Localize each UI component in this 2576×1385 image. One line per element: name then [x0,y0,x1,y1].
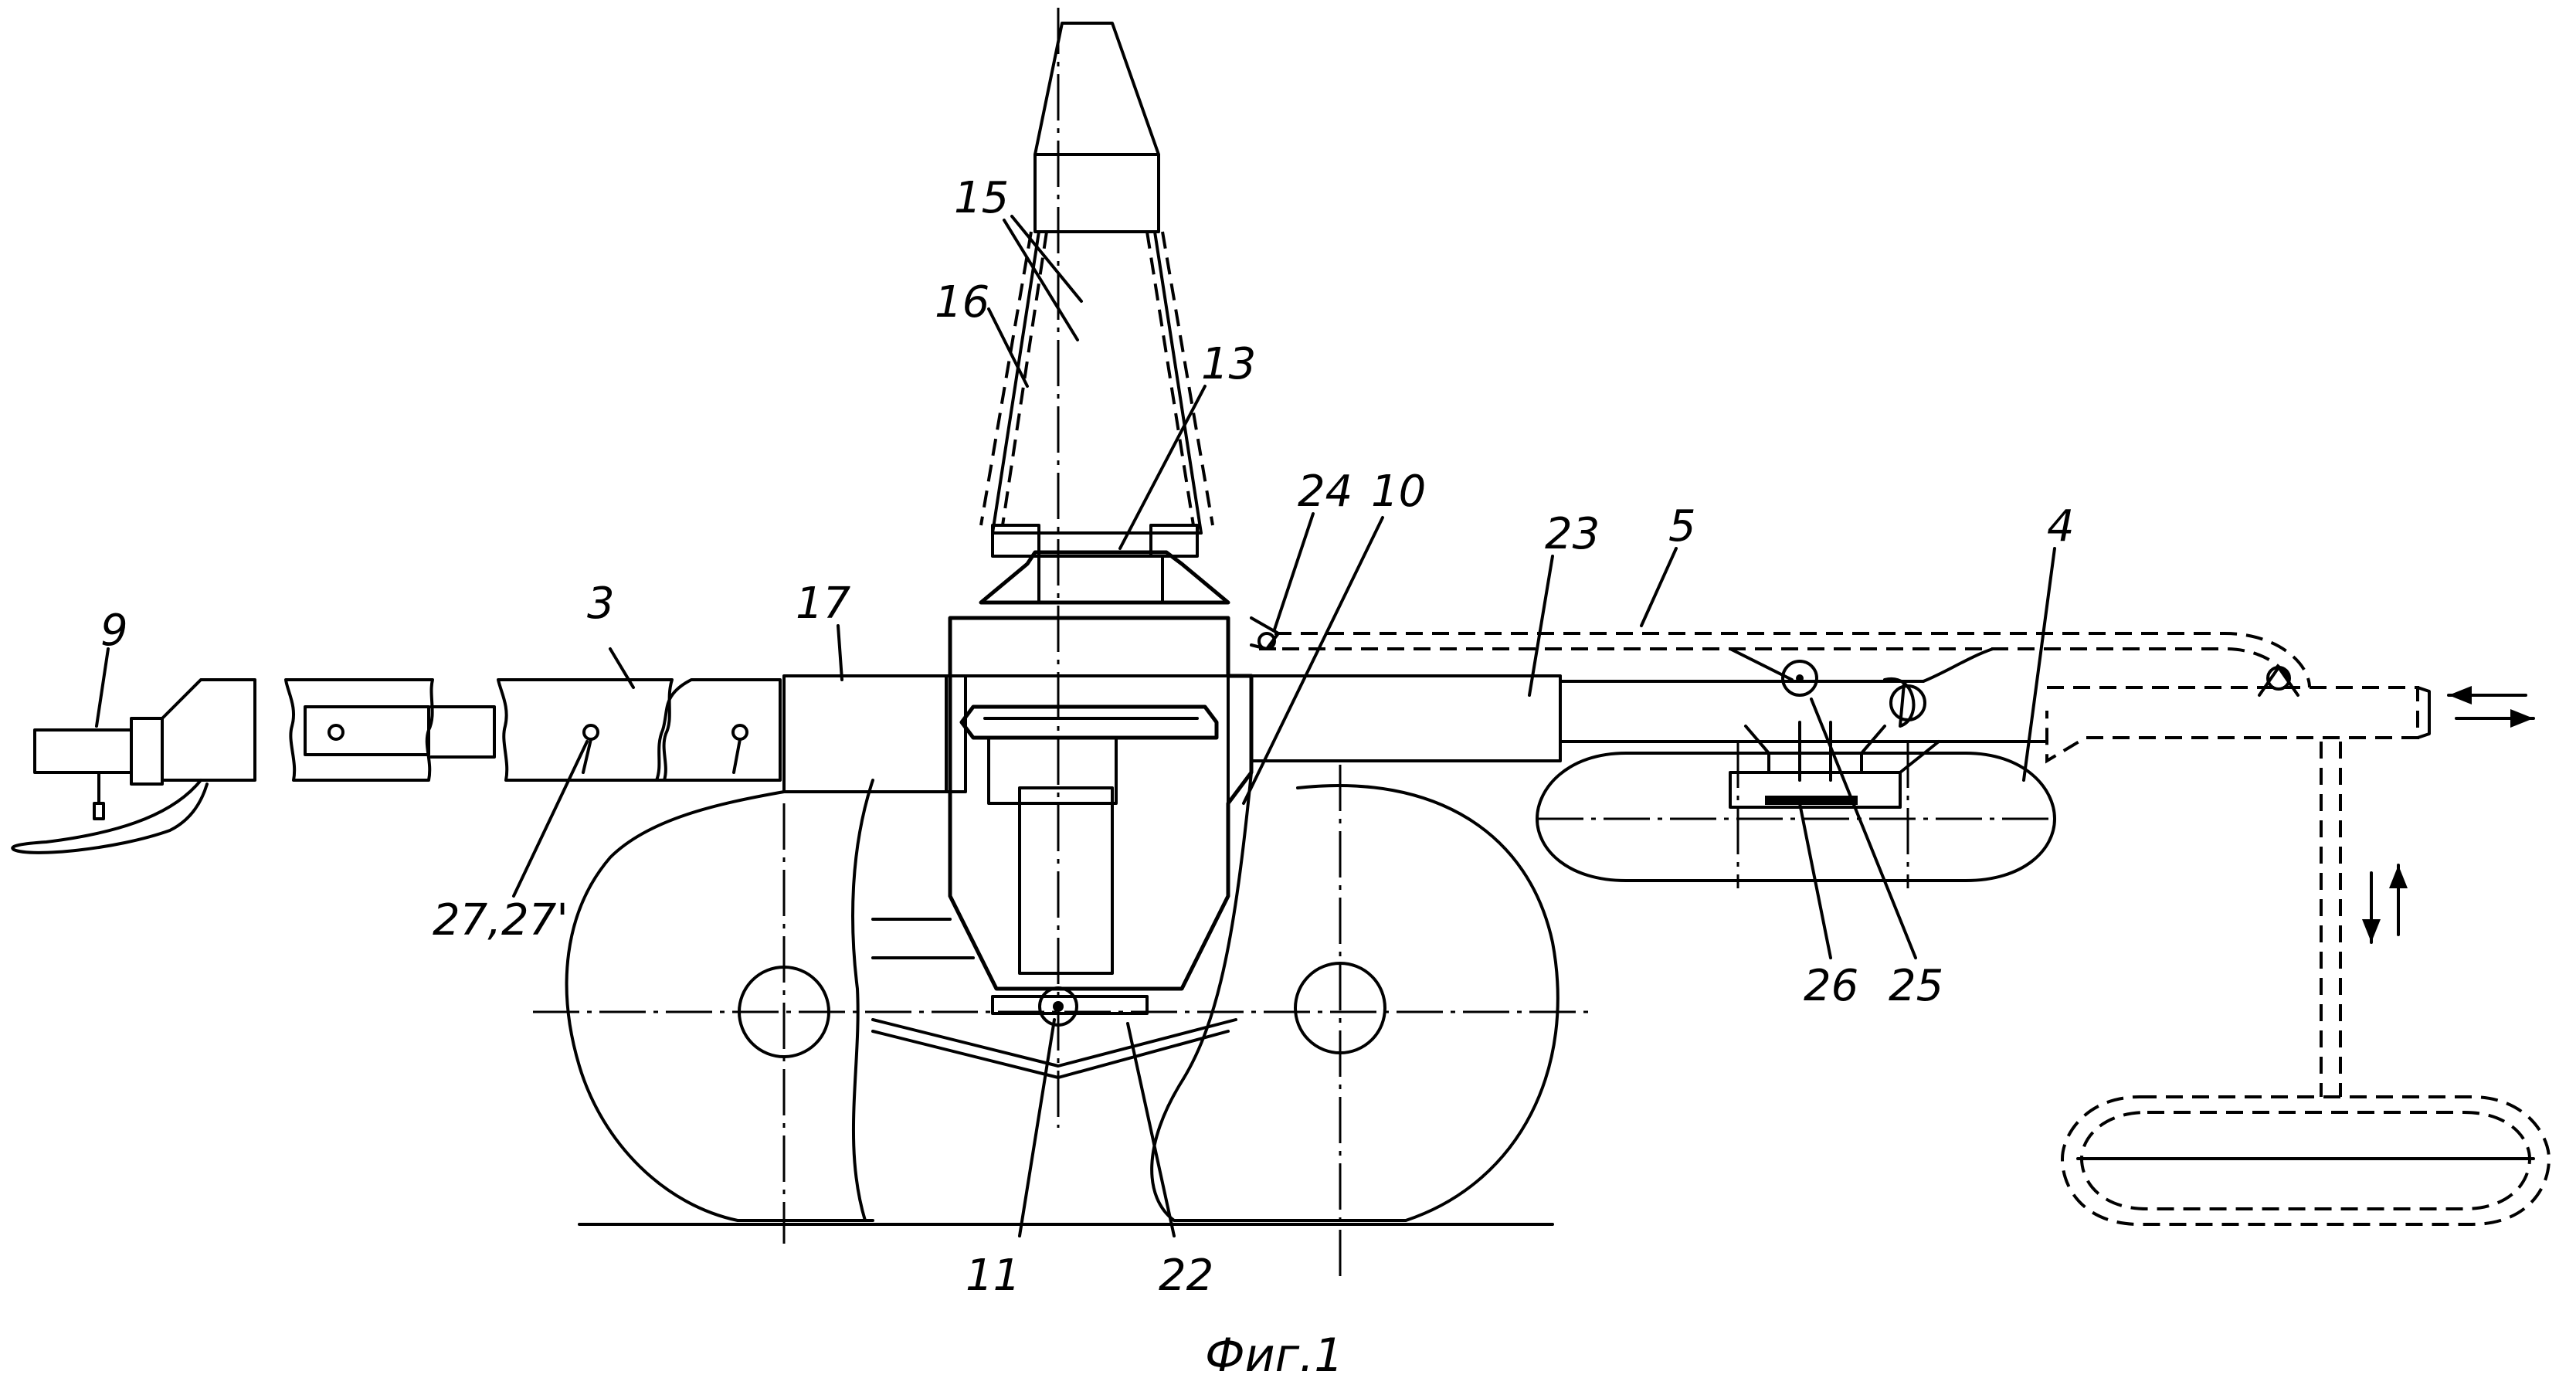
beam-segment-a [286,680,433,780]
coupling-block [305,707,429,755]
label-11: 11 [966,1251,1020,1301]
label-5: 5 [1668,501,1696,552]
double-arrow-horizontal-icon [2449,686,2534,728]
tool-9-flange [131,718,162,784]
housing-10 [873,618,1251,1078]
tool-9-body [35,730,131,772]
label-27: 27,27' [433,895,568,945]
mast-top [1035,23,1159,154]
label-25: 25 [1889,961,1943,1011]
label-10: 10 [1371,467,1426,517]
label-3: 3 [587,579,615,629]
hook [12,780,207,853]
wheel-4 [1537,722,2055,888]
lower-wheel-dashed [2062,1097,2549,1224]
mast-base-13 [981,552,1228,603]
beam-23-body [1251,676,1560,761]
extension-dashed [2047,687,2418,761]
label-22: 22 [1159,1251,1213,1301]
column [1020,788,1112,973]
drive-wheels [533,8,1591,1282]
beam-3 [12,676,966,853]
double-arrow-vertical-icon [2362,865,2408,942]
label-4: 4 [2047,501,2075,552]
label-9: 9 [100,606,128,656]
label-26: 26 [1804,961,1858,1011]
label-24: 24 [1298,467,1352,517]
leader-lines [97,216,2055,1236]
beam-segment-c [657,680,780,780]
label-13: 13 [1201,339,1256,389]
beam-23 [1251,618,2534,1097]
tool-9-housing [162,680,255,780]
figure-caption: Фиг.1 [1205,1329,1343,1383]
mast-15 [981,23,1228,603]
label-23: 23 [1545,509,1600,559]
label-15: 15 [954,173,1009,223]
crossbar [962,707,1217,738]
label-17: 17 [796,579,851,629]
block-17 [784,676,946,792]
label-16: 16 [935,277,989,328]
labels: 9 3 17 27,27' 16 15 13 24 10 23 5 4 26 2… [100,173,2075,1383]
